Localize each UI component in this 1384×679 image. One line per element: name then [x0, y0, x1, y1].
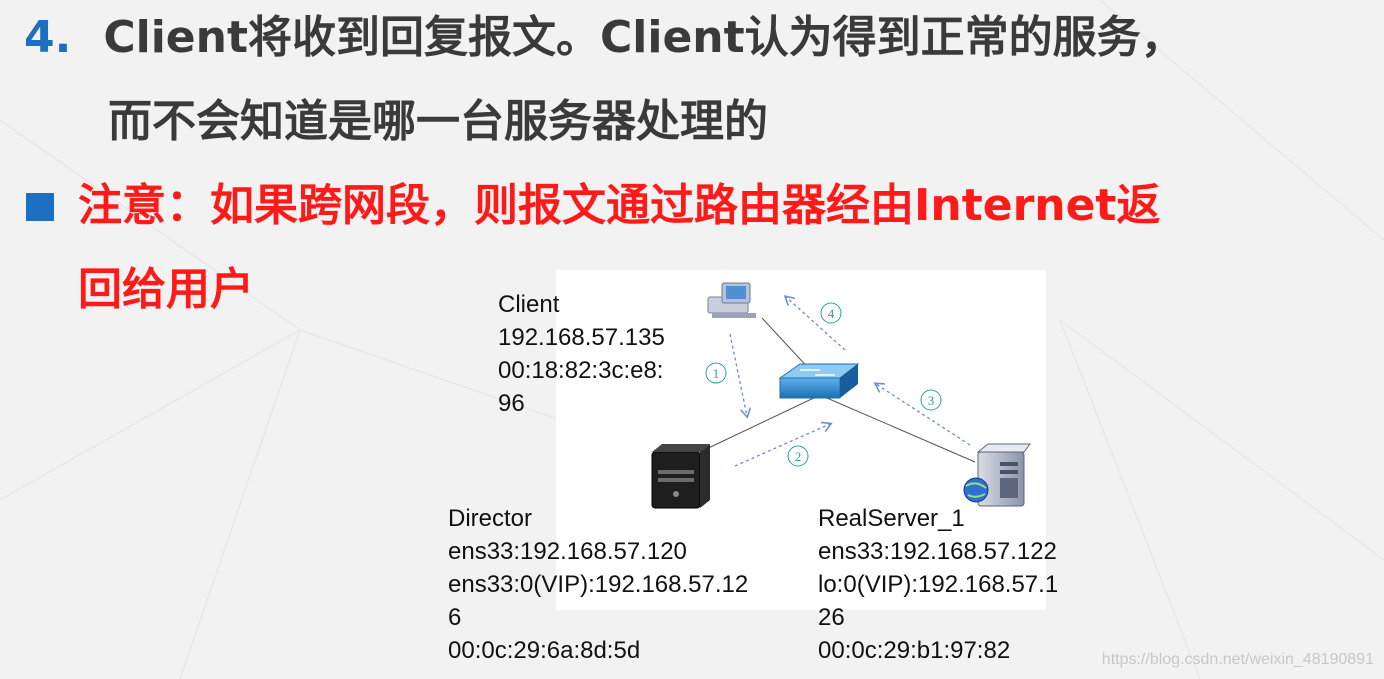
director-info: Director ens33:192.168.57.120 ens33:0(VI…: [448, 502, 748, 667]
heading-text-1: Client将收到回复报文。Client认为得到正常的服务，: [103, 12, 1185, 63]
client-mac-part2: 96: [498, 390, 525, 417]
realserver-info: RealServer_1 ens33:192.168.57.122 lo:0(V…: [818, 502, 1058, 667]
heading-line-1: 4. Client将收到回复报文。Client认为得到正常的服务，: [24, 8, 1185, 68]
step-badge-3-label: 3: [928, 393, 935, 408]
director-vip-part1: ens33:0(VIP):192.168.57.12: [448, 571, 749, 598]
arrow-step-3: [876, 384, 971, 446]
realserver-label: RealServer_1: [818, 505, 965, 532]
step-badge-1-label: 1: [713, 366, 720, 381]
diagram-panel: [556, 270, 1046, 610]
square-bullet-icon: [26, 193, 54, 221]
note-line-1: 注意：如果跨网段，则报文通过路由器经由Internet返: [78, 180, 1161, 231]
realserver-vip-part1: lo:0(VIP):192.168.57.1: [818, 571, 1059, 598]
client-label: Client: [498, 291, 560, 318]
watermark-text: https://blog.csdn.net/weixin_48190891: [1101, 651, 1374, 668]
flow-arrows: [729, 297, 971, 467]
heading-line-2: 而不会知道是哪一台服务器处理的: [108, 96, 768, 147]
director-vip-part2: 6: [448, 604, 462, 631]
realserver-vip-part2: 26: [818, 604, 845, 631]
server-tower-icon: [651, 444, 710, 509]
arrow-step-2: [734, 424, 830, 467]
director-mac: 00:0c:29:6a:8d:5d: [448, 637, 641, 664]
arrow-step-1: [729, 333, 747, 416]
step-badge-4: 4: [820, 302, 842, 324]
web-server-icon: [963, 443, 1031, 507]
network-switch-icon: [778, 363, 860, 399]
arrow-step-4: [786, 297, 846, 351]
director-ip: ens33:192.168.57.120: [448, 538, 687, 565]
realserver-ip: ens33:192.168.57.122: [818, 538, 1057, 565]
step-number: 4.: [24, 12, 72, 63]
client-mac-part1: 00:18:82:3c:e8:: [498, 357, 664, 384]
step-badge-4-label: 4: [828, 306, 835, 321]
step-badge-2: 2: [787, 445, 809, 467]
link-switch-realserver: [819, 394, 976, 463]
desktop-computer-icon: [707, 282, 756, 318]
link-switch-director: [699, 394, 821, 453]
link-client-switch: [761, 317, 813, 373]
realserver-mac: 00:0c:29:b1:97:82: [818, 637, 1011, 664]
note-line-2: 回给用户: [78, 264, 254, 315]
client-info: Client 192.168.57.135 00:18:82:3c:e8: 96: [498, 288, 665, 420]
step-badge-3: 3: [920, 389, 942, 411]
step-badge-1: 1: [705, 362, 727, 384]
client-ip: 192.168.57.135: [498, 324, 665, 351]
network-links: [699, 317, 976, 463]
step-badge-2-label: 2: [795, 449, 802, 464]
director-label: Director: [448, 505, 533, 532]
